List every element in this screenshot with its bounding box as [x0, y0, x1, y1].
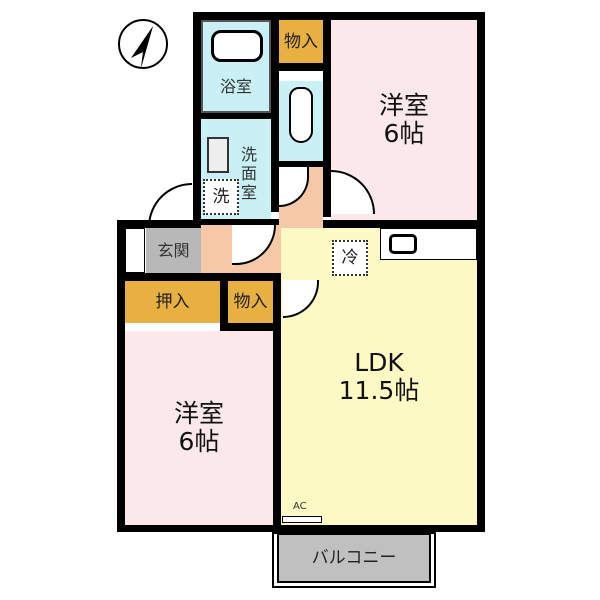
sink-icon [207, 137, 229, 173]
bath-label: 浴室 [219, 76, 252, 96]
wall [193, 12, 201, 227]
entrance: 玄関 [146, 228, 201, 273]
storage-top: 物入 [279, 20, 323, 63]
balcony: バルコニー [277, 533, 431, 583]
wall [271, 12, 279, 212]
storage-mid: 物入 [228, 281, 273, 323]
shoe-box [125, 228, 145, 273]
ac-label: AC [293, 501, 307, 512]
bathtub [211, 30, 263, 62]
bedroom-sw: 洋室 6帖 [125, 331, 273, 525]
entrance-label: 玄関 [157, 240, 190, 260]
ldk-name: LDK [354, 347, 404, 377]
wall [220, 281, 228, 331]
compass [117, 18, 169, 70]
fridge-label: 冷 [341, 248, 359, 268]
bedroom-ne-size: 6帖 [383, 119, 425, 148]
north-arrow-icon [118, 19, 168, 69]
washroom: 洗 洗面室 [201, 119, 271, 219]
kitchen-counter [380, 228, 477, 260]
wall [228, 323, 273, 331]
bedroom-sw-name: 洋室 [173, 399, 224, 428]
wall [201, 113, 279, 119]
storage-mid-label: 物入 [233, 292, 268, 312]
bathroom: 浴室 [201, 20, 271, 113]
wall [323, 220, 485, 228]
storage-top-label: 物入 [284, 31, 318, 52]
wall [117, 220, 201, 228]
wall [273, 275, 281, 532]
ldk: LDK 11.5帖 [281, 228, 477, 525]
closet-oshiire: 押入 [125, 281, 220, 323]
kitchen-sink-icon [389, 234, 417, 254]
wall [193, 12, 485, 20]
toilet-room [279, 81, 323, 161]
wall [279, 161, 323, 167]
ac-unit [282, 516, 322, 523]
washer-label: 洗 [212, 187, 230, 207]
toilet-icon [289, 87, 313, 143]
wall [117, 525, 485, 532]
wall [117, 273, 323, 281]
wall [117, 220, 125, 532]
ldk-size: 11.5帖 [338, 375, 420, 405]
balcony-label: バルコニー [311, 548, 397, 568]
washer-space: 洗 [203, 179, 239, 215]
fridge-space: 冷 [332, 240, 368, 276]
oshiire-label: 押入 [155, 292, 190, 312]
bedroom-ne-name: 洋室 [378, 91, 429, 120]
wall [323, 12, 331, 217]
wall [477, 12, 485, 532]
bedroom-sw-size: 6帖 [178, 427, 220, 456]
washroom-label: 洗面室 [241, 145, 258, 202]
wall [279, 63, 323, 71]
wall [193, 219, 279, 225]
